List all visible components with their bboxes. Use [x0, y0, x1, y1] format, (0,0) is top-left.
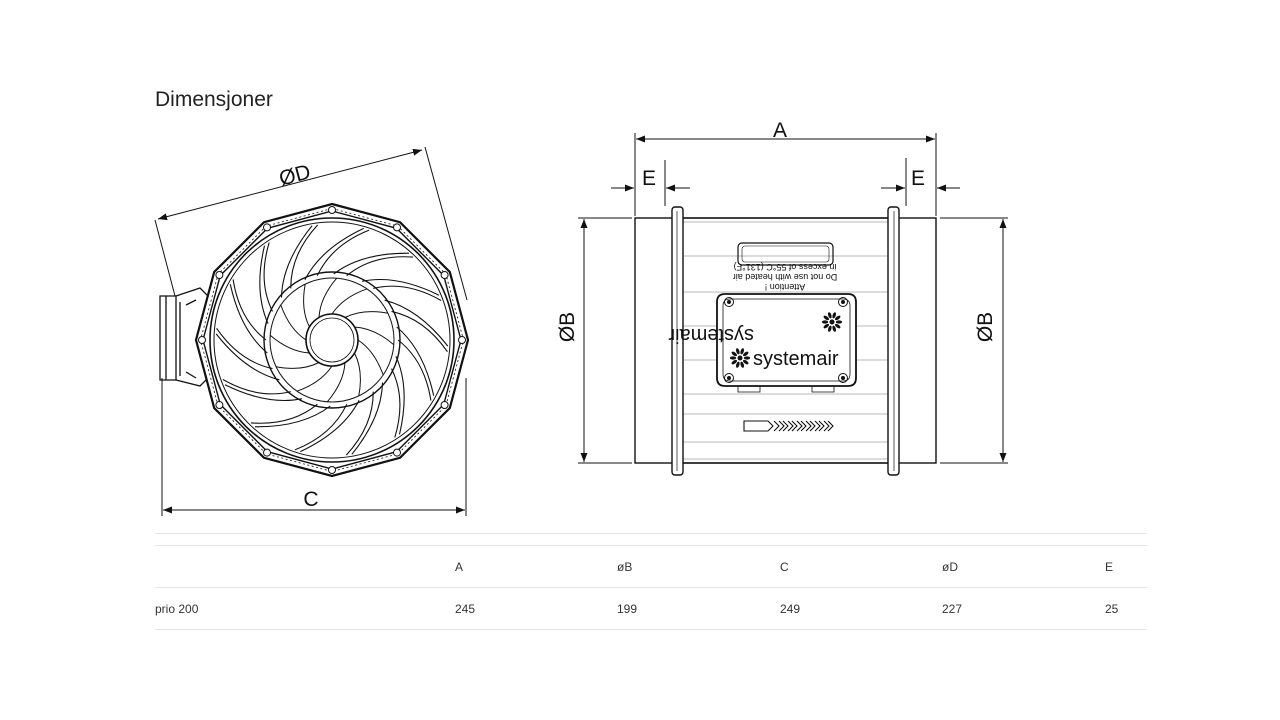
warning-line-1: Attention !: [765, 282, 806, 292]
fan-blade: [373, 285, 449, 347]
hub-spoke: [276, 362, 320, 369]
diameter-label: ØD: [277, 160, 313, 190]
length-label: A: [773, 119, 787, 142]
fan-blade: [391, 310, 448, 396]
bolt-icon: [393, 448, 401, 457]
table-row: prio 200 245 199 249 227 25: [155, 587, 1147, 630]
fan-blade: [316, 229, 410, 276]
hub-spoke: [331, 288, 368, 315]
hub-spoke: [326, 362, 346, 403]
collar-label-left: E: [642, 167, 656, 190]
hub-spoke: [344, 311, 388, 318]
bolt-icon: [393, 223, 401, 232]
width-label: C: [303, 488, 318, 511]
outlet-flange: [887, 206, 900, 476]
bolt-icon: [440, 271, 449, 279]
hub-spoke: [354, 352, 361, 396]
header-a: A: [455, 545, 617, 588]
bolt-icon: [215, 271, 224, 279]
cell-model: prio 200: [155, 587, 455, 630]
warning-text: Attention ! Do not use with heated air i…: [733, 262, 838, 292]
cell-a: 245: [455, 587, 617, 630]
hub-spoke: [303, 284, 310, 328]
fan-blade: [232, 245, 269, 341]
fan-blade: [263, 225, 313, 312]
bolt-icon: [458, 336, 466, 344]
airflow-arrow-icon: [743, 420, 834, 432]
cell-b: 199: [617, 587, 780, 630]
label-plate: [737, 242, 834, 266]
fan-blade: [224, 384, 318, 424]
fan-blade: [300, 391, 374, 456]
fan-blade: [254, 404, 348, 451]
brand-name: systemair: [753, 348, 839, 370]
bolt-icon: [215, 401, 224, 409]
header-model: [155, 545, 455, 588]
header-d: øD: [942, 545, 1105, 588]
outlet-diameter-label: ØB: [974, 312, 997, 342]
cell-d: 227: [942, 587, 1105, 630]
brand-name-inverted: systemair: [668, 324, 754, 346]
header-e: E: [1105, 545, 1147, 588]
warning-line-3: in excess of 55°C (131°F): [734, 262, 837, 272]
table-header-row: A øB C øD E: [155, 545, 1147, 588]
dimension-drawing: ØD C: [154, 119, 1008, 516]
bolt-icon: [198, 336, 206, 344]
section-title: Dimensjoner: [155, 88, 273, 111]
dimension-width: [161, 378, 467, 516]
cell-e: 25: [1105, 587, 1147, 630]
hub-spoke: [269, 334, 310, 354]
bolt-icon: [263, 448, 271, 457]
bolt-icon: [328, 466, 336, 474]
bolt-icon: [263, 223, 271, 232]
hub-spoke: [318, 277, 338, 318]
header-c: C: [780, 545, 942, 588]
hub-spoke: [296, 365, 333, 392]
fan-side-view: [578, 133, 1008, 476]
fan-blade: [215, 333, 291, 395]
fan-front-view: [154, 146, 470, 516]
dimension-length: [634, 133, 937, 216]
header-b: øB: [617, 545, 780, 588]
hub-spoke: [354, 326, 395, 346]
dimension-collar-right: [881, 158, 960, 206]
outlet-collar: [893, 217, 937, 464]
bolt-icon: [328, 206, 336, 214]
brand-logo-icon: [729, 348, 751, 368]
warning-line-2: Do not use with heated air: [733, 272, 838, 282]
dimension-outlet-diameter: [940, 217, 1008, 464]
fan-blade: [395, 339, 432, 435]
hub-spoke: [280, 304, 307, 341]
cell-c: 249: [780, 587, 942, 630]
dimensions-table: A øB C øD E prio 200 245 199 249 227 25: [155, 533, 1147, 630]
dimension-collar-left: [611, 160, 690, 206]
inlet-flange: [671, 206, 684, 476]
dimension-diameter: [154, 146, 468, 301]
bolt-icon: [440, 401, 449, 409]
fan-blade: [351, 368, 401, 455]
brand-logo-icon: [821, 312, 843, 332]
collar-label-right: E: [911, 167, 925, 190]
hub-spoke: [357, 339, 384, 376]
inlet-diameter-label: ØB: [556, 312, 579, 342]
terminal-box-side: [716, 293, 857, 393]
fan-blade: [216, 284, 273, 370]
dimension-inlet-diameter: [578, 217, 632, 464]
terminal-box: [159, 287, 209, 387]
fan-blade: [290, 224, 364, 289]
fan-blade: [346, 256, 440, 296]
